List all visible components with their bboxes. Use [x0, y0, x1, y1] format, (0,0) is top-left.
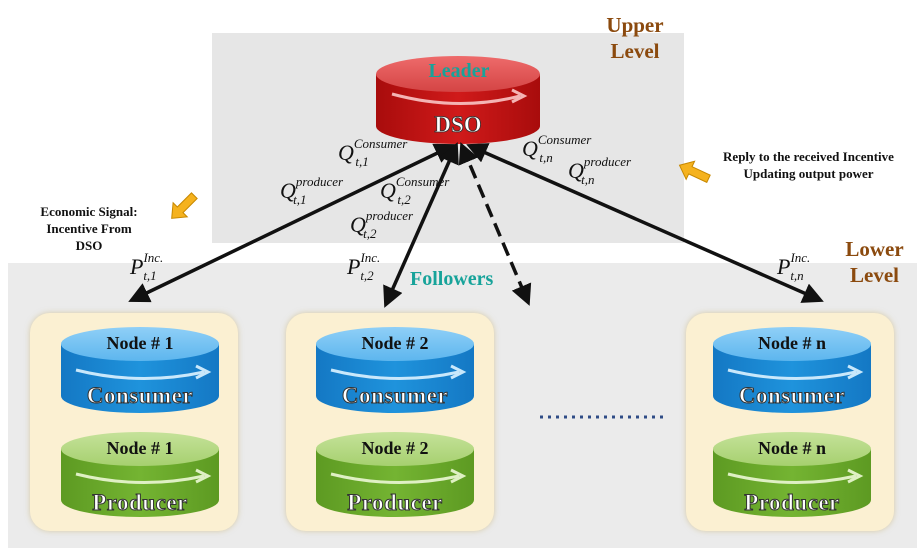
node-1-consumer-label: Node # 1: [106, 333, 174, 353]
leader-label: Leader: [428, 60, 490, 82]
producer-cylinder-n: [713, 432, 871, 517]
node-1-producer-title: Producer: [92, 490, 188, 516]
q-consumer-2: QConsumert,2: [380, 174, 450, 208]
node-2-consumer-title: Consumer: [341, 383, 449, 409]
q-producer-1: Qproducert,1: [280, 174, 344, 208]
node-n-consumer-title: Consumer: [738, 383, 846, 409]
economic-signal-text: Economic Signal: Incentive From DSO: [40, 204, 138, 253]
consumer-cylinder-n: [713, 327, 871, 413]
reply-pointer-icon: [678, 160, 711, 184]
q-producer-2: Qproducert,2: [350, 208, 414, 242]
dso-label: DSO: [434, 112, 482, 138]
dso-cylinder: [376, 56, 540, 144]
p-incentive-n: PInc.t,n: [777, 250, 811, 284]
producer-cylinder-1: [61, 432, 219, 517]
economic-signal-pointer-icon: [171, 192, 198, 219]
p-incentive-2: PInc.t,2: [347, 250, 381, 284]
node-1-producer-label: Node # 1: [106, 438, 174, 458]
node-n-consumer-label: Node # n: [757, 333, 826, 353]
followers-label: Followers: [410, 268, 494, 290]
node-n-producer-label: Node # n: [757, 438, 826, 458]
p-incentive-1: PInc.t,1: [130, 250, 164, 284]
consumer-cylinder-1: [61, 327, 219, 413]
node-2-producer-title: Producer: [347, 490, 443, 516]
consumer-cylinder-2: [316, 327, 474, 413]
upper-level-label: Upper Level: [606, 13, 664, 63]
reply-text: Reply to the received Incentive Updating…: [723, 149, 894, 181]
arrow-dso-node-n: [466, 143, 824, 303]
node-n-producer-title: Producer: [744, 490, 840, 516]
lower-level-label: Lower Level: [845, 237, 904, 287]
q-consumer-n: QConsumert,n: [522, 132, 592, 166]
q-producer-n: Qproducert,n: [568, 154, 632, 188]
producer-cylinder-2: [316, 432, 474, 517]
q-consumer-1: QConsumert,1: [338, 136, 408, 170]
arrow-dso-node-1: [128, 143, 456, 303]
arrow-dso-node-2: [383, 142, 459, 308]
node-2-producer-label: Node # 2: [361, 438, 429, 458]
node-1-consumer-title: Consumer: [86, 383, 194, 409]
node-2-consumer-label: Node # 2: [361, 333, 429, 353]
